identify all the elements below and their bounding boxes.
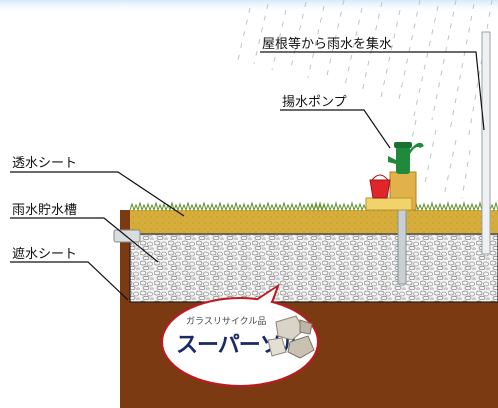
callout-tagline: ガラスリサイクル品 bbox=[186, 316, 266, 327]
bucket-icon bbox=[369, 174, 391, 199]
rain bbox=[237, 0, 493, 199]
callout-bubble bbox=[161, 283, 319, 387]
top-band bbox=[0, 0, 498, 14]
downpipe bbox=[481, 31, 491, 255]
label-pump: 揚水ポンプ bbox=[282, 94, 347, 110]
grass bbox=[129, 201, 498, 212]
glass-cullet-icon bbox=[267, 315, 315, 359]
storage-tank bbox=[129, 233, 498, 303]
sand-layer bbox=[130, 210, 498, 234]
pump-slab bbox=[365, 197, 413, 211]
label-storage-tank: 雨水貯水槽 bbox=[12, 203, 77, 218]
label-waterproof-sheet: 遮水シート bbox=[12, 246, 77, 262]
label-collect: 屋根等から雨水を集水 bbox=[262, 36, 392, 52]
pump-icon bbox=[388, 142, 424, 174]
label-permeable-sheet: 透水シート bbox=[12, 156, 77, 171]
leader-lines bbox=[10, 51, 485, 301]
